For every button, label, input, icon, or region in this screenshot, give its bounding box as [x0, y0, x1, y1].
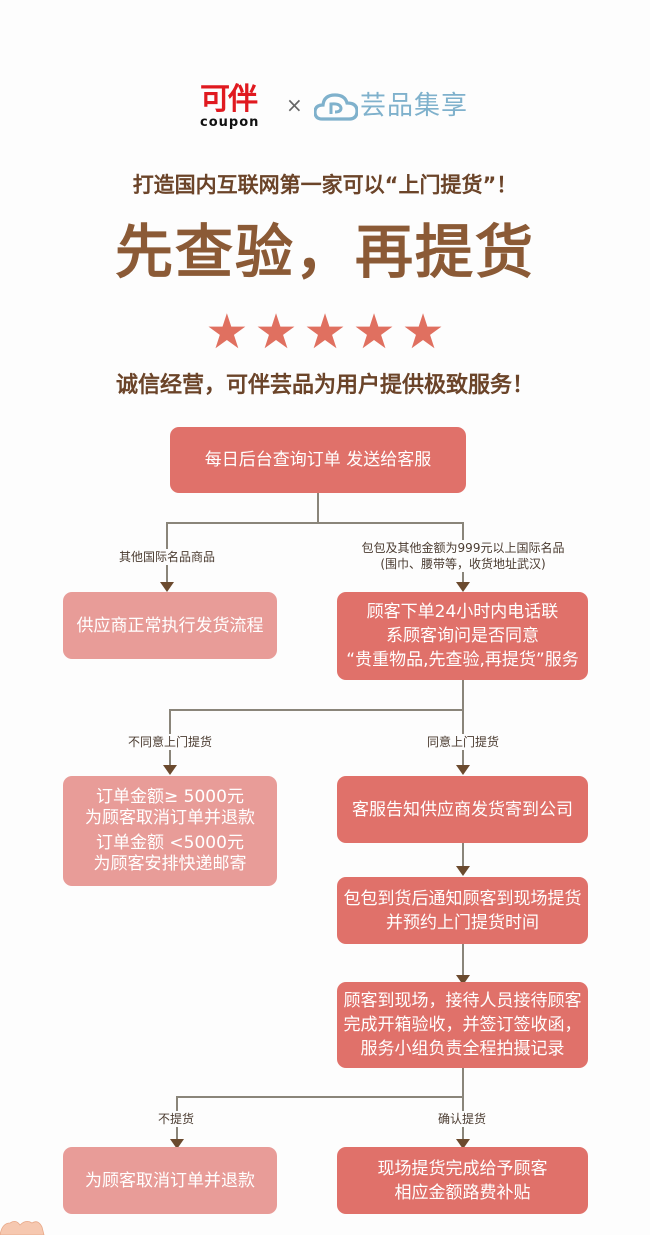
flow-node-disagree-outcome: 订单金额≥ 5000元 为顾客取消订单并退款 订单金额 <5000元 为顾客安排… — [63, 776, 277, 886]
arrow-down-icon — [163, 765, 177, 775]
arrow-down-icon — [456, 582, 470, 592]
arrow-down-icon — [456, 975, 470, 985]
flow-start-node: 每日后台查询订单 发送给客服 — [170, 427, 466, 493]
node-text: 为顾客取消订单并退款 — [85, 1170, 255, 1191]
collab-separator: × — [286, 93, 303, 117]
branch-label-confirm-pickup: 确认提货 — [422, 1111, 502, 1127]
star-icon: ★ — [352, 304, 396, 360]
star-icon: ★ — [254, 304, 298, 360]
flow-node-pickup-subsidy: 现场提货完成给予顾客 相应金额路费补贴 — [337, 1147, 588, 1214]
flow-node-cancel-refund: 为顾客取消订单并退款 — [63, 1147, 277, 1214]
branch-label-bags-999: 包包及其他金额为999元以上国际名品 (围巾、腰带等，收货地址武汉) — [345, 540, 581, 572]
flow-node-onsite-inspection: 顾客到现场，接待人员接待顾客 完成开箱验收，并签订签收函， 服务小组负责全程拍摄… — [337, 982, 588, 1068]
slogan: 打造国内互联网第一家可以“上门提货”！ — [132, 173, 518, 197]
flow-node-notify-supplier: 客服告知供应商发货寄到公司 — [337, 776, 588, 843]
node-text-line: 为顾客安排快递邮寄 — [93, 854, 247, 874]
flow-node-phone-confirm: 顾客下单24小时内电话联 系顾客询问是否同意 “贵重物品,先查验,再提货”服务 — [337, 592, 588, 680]
branch-label-agree: 同意上门提货 — [408, 734, 518, 750]
node-text-line: 包包到货后通知顾客到现场提货 — [343, 888, 582, 909]
tagline: 诚信经营，可伴芸品为用户提供极致服务！ — [115, 373, 534, 398]
connector — [462, 843, 464, 873]
flow-node-arrival-notice: 包包到货后通知顾客到现场提货 并预约上门提货时间 — [337, 877, 588, 944]
flow-node-normal-shipping: 供应商正常执行发货流程 — [63, 592, 277, 659]
star-icon: ★ — [401, 304, 445, 360]
rating-stars: ★★★★★ — [0, 304, 650, 371]
arrow-down-icon — [170, 1139, 184, 1149]
arrow-down-icon — [456, 1139, 470, 1149]
star-icon: ★ — [205, 304, 249, 360]
node-text-line: 并预约上门提货时间 — [386, 912, 539, 933]
decorative-cloud-icon — [0, 1221, 45, 1235]
connector — [169, 709, 463, 711]
branch-label-other-brands: 其他国际名品商品 — [100, 549, 234, 565]
node-text-line: 相应金额路费补贴 — [394, 1182, 531, 1203]
node-text-line: 服务小组负责全程拍摄记录 — [360, 1039, 565, 1059]
arrow-down-icon — [456, 866, 470, 876]
branch-label-line: (围巾、腰带等，收货地址武汉) — [380, 557, 546, 571]
page-title: 先查验，再提货 — [114, 218, 535, 286]
logo-yunpin-text: 芸品集享 — [360, 91, 469, 121]
node-text: 客服告知供应商发货寄到公司 — [352, 799, 573, 820]
node-text-line: 顾客下单24小时内电话联 — [366, 602, 559, 622]
node-text-line: 订单金额≥ 5000元 — [96, 787, 244, 807]
branch-label-no-pickup: 不提货 — [146, 1111, 206, 1127]
connector — [317, 493, 319, 523]
star-icon: ★ — [303, 304, 347, 360]
node-text-line: 现场提货完成给予顾客 — [377, 1158, 548, 1179]
arrow-down-icon — [456, 765, 470, 775]
branch-label-line: 包包及其他金额为999元以上国际名品 — [361, 541, 565, 555]
arrow-down-icon — [160, 582, 174, 592]
connector — [462, 1068, 464, 1148]
node-text-line: 完成开箱验收，并签订签收函， — [343, 1015, 582, 1035]
cloud-icon — [314, 93, 358, 121]
connector — [176, 1096, 463, 1098]
logo-kebanr-cn: 可伴 — [200, 82, 258, 117]
logo-kebanr-en: coupon — [200, 115, 260, 130]
node-text-line: 为顾客取消订单并退款 — [85, 808, 255, 828]
connector — [166, 522, 464, 524]
node-text-line: “贵重物品,先查验,再提货”服务 — [346, 650, 579, 670]
connector — [462, 680, 464, 770]
node-text-line: 订单金额 <5000元 — [96, 833, 244, 853]
node-text-line: 顾客到现场，接待人员接待顾客 — [343, 991, 582, 1011]
connector — [462, 944, 464, 982]
node-text-line: 系顾客询问是否同意 — [386, 626, 539, 646]
flow-start-text: 每日后台查询订单 发送给客服 — [204, 450, 432, 470]
branch-label-disagree: 不同意上门提货 — [110, 734, 230, 750]
node-text: 供应商正常执行发货流程 — [76, 615, 264, 636]
